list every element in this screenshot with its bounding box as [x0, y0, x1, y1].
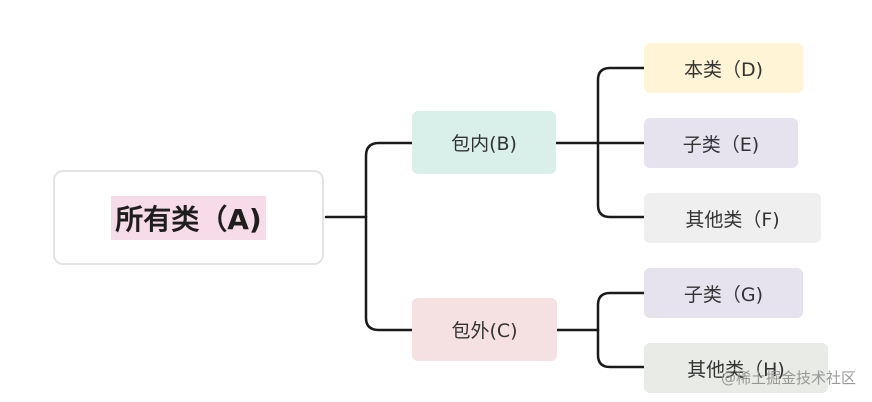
connector-root-to-b — [364, 141, 414, 219]
root-node: 所有类（A) — [53, 170, 324, 265]
root-node-label: 所有类（A) — [111, 195, 266, 240]
connector-c-to-h — [596, 328, 646, 369]
leaf-node-label: 子类（G) — [683, 283, 764, 306]
connector-root-to-c — [364, 215, 414, 332]
leaf-node-other-class-outside: 其他类（H) — [644, 343, 828, 393]
branch-node-outside-package: 包外(C) — [412, 298, 557, 361]
connector-b-to-d — [596, 66, 646, 145]
leaf-node-label: 其他类（F) — [685, 208, 780, 231]
connector-b-to-f — [596, 141, 646, 219]
leaf-node-label: 子类（E) — [682, 133, 760, 156]
leaf-node-label: 其他类（H) — [687, 358, 785, 381]
watermark: @稀土掘金技术社区 — [720, 369, 856, 387]
branch-node-inside-package: 包内(B) — [412, 111, 556, 174]
connector-c-to-g — [596, 291, 646, 332]
branch-node-label: 包内(B) — [451, 133, 517, 155]
branch-node-label: 包外(C) — [451, 320, 518, 342]
leaf-node-other-class-inside: 其他类（F) — [644, 193, 821, 243]
leaf-node-subclass-inside: 子类（E) — [644, 118, 798, 168]
leaf-node-same-class: 本类（D) — [644, 43, 803, 93]
leaf-node-label: 本类（D) — [683, 58, 764, 81]
leaf-node-subclass-outside: 子类（G) — [644, 268, 803, 318]
